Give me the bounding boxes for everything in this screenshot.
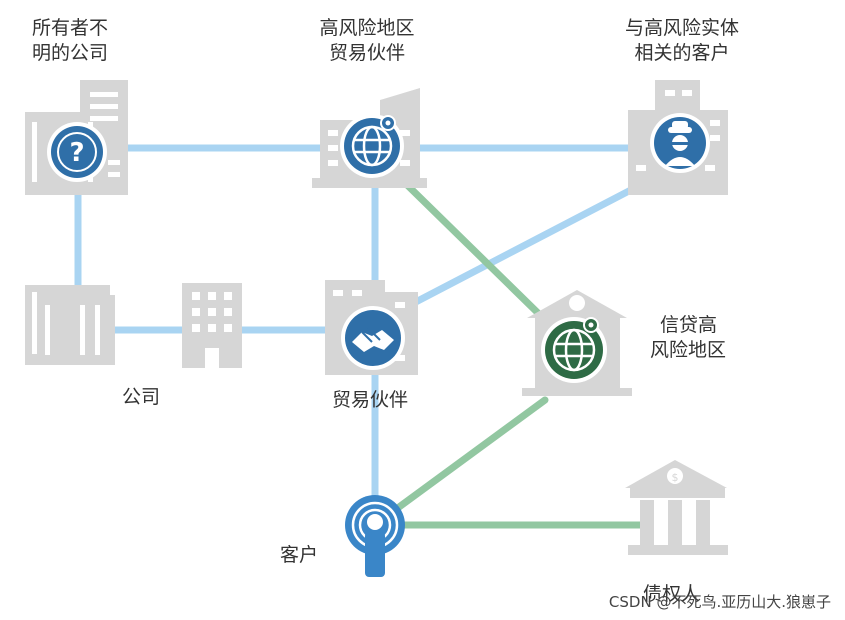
links xyxy=(74,144,654,529)
svg-text:$: $ xyxy=(672,471,679,484)
node-creditor: $ xyxy=(625,460,728,555)
label-unknown-owner-line2: 明的公司 xyxy=(32,42,109,64)
office-building-icon xyxy=(25,285,115,365)
node-customer xyxy=(345,495,405,577)
label-creditor: 债权人 xyxy=(643,583,701,605)
label-company: 公司 xyxy=(122,386,161,408)
label-credit-region-line2: 风险地区 xyxy=(650,339,727,361)
label-high-risk-partner: 高风险地区 贸易伙伴 xyxy=(319,16,414,66)
label-high-risk-partner-line2: 贸易伙伴 xyxy=(328,42,406,64)
node-high-risk-partner xyxy=(312,88,427,188)
node-company xyxy=(25,283,242,368)
masked-person-icon xyxy=(650,113,710,173)
label-related-client-line1: 与高风险实体 xyxy=(624,17,740,39)
svg-text:?: ? xyxy=(69,138,84,168)
label-trade-partner: 贸易伙伴 xyxy=(331,389,409,411)
question-mark-icon: ? xyxy=(47,122,107,182)
label-unknown-owner: 所有者不 明的公司 xyxy=(32,16,108,66)
person-signal-icon xyxy=(345,495,405,577)
apartment-building-icon xyxy=(182,283,242,368)
watermark: CSDN @不死鸟.亚历山大.狼崽子 xyxy=(608,593,831,611)
link-credit-to-customer xyxy=(391,396,549,514)
node-related-client xyxy=(628,80,728,195)
globe-icon xyxy=(541,317,607,383)
label-related-client-line2: 相关的客户 xyxy=(634,42,730,64)
globe-icon xyxy=(340,114,404,178)
bank-icon: $ xyxy=(625,460,728,555)
handshake-icon xyxy=(341,306,405,370)
label-customer: 客户 xyxy=(280,544,319,566)
label-credit-region-line1: 信贷高 xyxy=(660,314,718,336)
node-unknown-owner: ? xyxy=(25,80,128,195)
link-highrisk-to-credit xyxy=(396,174,544,319)
label-credit-region: 信贷高 风险地区 xyxy=(650,313,726,363)
label-unknown-owner-line1: 所有者不 xyxy=(32,17,109,39)
node-trade-partner xyxy=(325,280,418,375)
label-high-risk-partner-line1: 高风险地区 xyxy=(319,17,415,39)
node-credit-region xyxy=(522,290,632,396)
label-related-client: 与高风险实体 相关的客户 xyxy=(625,16,739,66)
link-tradepartner-to-related xyxy=(406,176,654,309)
